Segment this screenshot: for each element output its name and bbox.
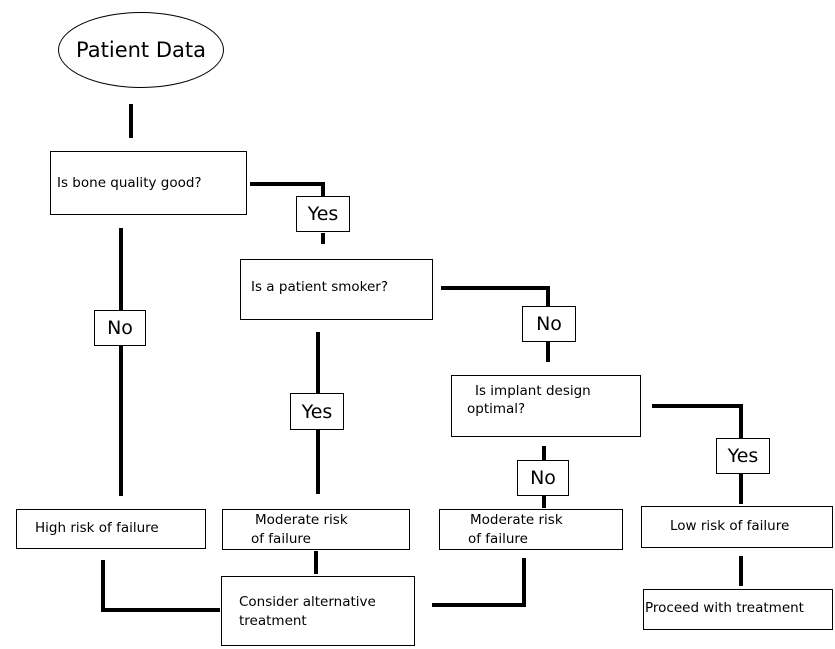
action-consider-alternative: Consider alternative treatment: [221, 576, 415, 646]
outcome-high-risk-label: High risk of failure: [35, 520, 159, 536]
decision-bone-quality: Is bone quality good?: [50, 151, 247, 215]
decision-smoker-label: Is a patient smoker?: [251, 279, 389, 295]
edge-label-smoker-no: No: [522, 306, 576, 342]
connector-implant-yes: [652, 404, 743, 438]
edge-label-bone-no: No: [94, 310, 146, 346]
outcome-low-risk: Low risk of failure: [641, 506, 833, 548]
connector-moderate2-to-alternative: [432, 558, 526, 607]
action-alternative-line1: Consider alternative: [239, 594, 376, 610]
outcome-moderate-risk-1: Moderate risk of failure: [222, 509, 410, 550]
decision-bone-quality-label: Is bone quality good?: [57, 175, 202, 191]
outcome-moderate-risk-2: Moderate risk of failure: [439, 509, 623, 550]
edge-label-smoker-yes: Yes: [290, 393, 344, 430]
outcome-low-risk-label: Low risk of failure: [670, 518, 790, 534]
action-proceed-treatment: Proceed with treatment: [643, 589, 833, 630]
connector-smoker-no: [441, 286, 550, 306]
connector-bone-yes: [250, 182, 325, 196]
edge-label-bone-yes: Yes: [296, 196, 350, 232]
decision-implant-design: Is implant design optimal?: [451, 375, 641, 437]
outcome-moderate-risk-2-line2: of failure: [468, 531, 528, 547]
outcome-high-risk: High risk of failure: [16, 509, 206, 549]
action-proceed-label: Proceed with treatment: [645, 600, 804, 616]
connector-high-to-alternative: [101, 560, 220, 612]
edge-label-implant-no: No: [517, 460, 569, 496]
decision-implant-label-line2: optimal?: [467, 401, 526, 417]
action-alternative-line2: treatment: [239, 613, 307, 629]
outcome-moderate-risk-1-line1: Moderate risk: [255, 512, 348, 528]
edge-label-implant-yes: Yes: [716, 438, 770, 474]
decision-implant-label-line1: Is implant design: [475, 383, 591, 399]
decision-smoker: Is a patient smoker?: [240, 259, 433, 320]
start-node-label: Patient Data: [76, 38, 206, 62]
start-node-patient-data: Patient Data: [58, 12, 224, 88]
outcome-moderate-risk-1-line2: of failure: [251, 531, 311, 547]
outcome-moderate-risk-2-line1: Moderate risk: [470, 512, 563, 528]
